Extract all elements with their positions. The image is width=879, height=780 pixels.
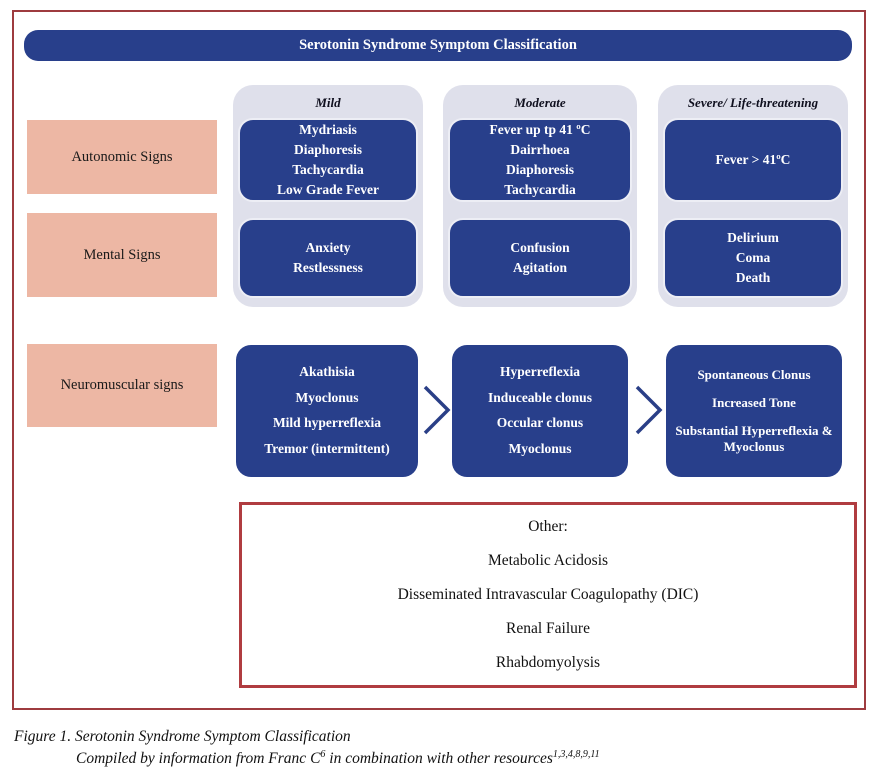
text-line: Akathisia	[299, 363, 355, 379]
text-line: Myoclonus	[508, 441, 572, 457]
text-line: Hyperreflexia	[500, 363, 580, 379]
text-line: Agitation	[513, 260, 567, 275]
column-header-moderate: Moderate	[514, 95, 566, 110]
text-line: Confusion	[510, 239, 570, 255]
caption-line2-text: in combination with other resources	[325, 750, 553, 768]
cell-autonomic-severe: Fever > 41ºC	[663, 118, 843, 202]
row-label-autonomic-signs: Autonomic Signs	[27, 120, 217, 194]
text-line: Death	[735, 270, 771, 286]
chevron-right-icon	[635, 385, 663, 435]
text-line: Disseminated Intravascular Coagulopathy …	[397, 586, 699, 603]
text-line: Fever up tp 41 ºC	[489, 121, 591, 137]
caption-line2-text: Compiled by information from Franc C	[76, 750, 321, 768]
text-line: Spontaneous Clonus	[697, 366, 811, 382]
row-label-text: Neuromuscular signs	[60, 377, 184, 393]
row-label-neuromuscular-signs: Neuromuscular signs	[27, 344, 217, 427]
text-line: Restlessness	[293, 260, 363, 275]
text-line: Mild hyperreflexia	[272, 415, 382, 431]
caption-line-1: Figure 1. Serotonin Syndrome Symptom Cla…	[14, 728, 351, 745]
text-line: Coma	[735, 249, 771, 265]
row-label-text: Mental Signs	[83, 246, 161, 263]
figure-caption: Figure 1. Serotonin Syndrome Symptom Cla…	[14, 726, 600, 771]
text-line: Induceable clonus	[488, 389, 592, 405]
column-header-mild: Mild	[315, 95, 341, 110]
text-line: Delirium	[727, 229, 779, 245]
text-line: Increased Tone	[712, 394, 796, 410]
text-line: Rhabdomyolysis	[495, 654, 601, 671]
text-line: Occular clonus	[496, 415, 584, 431]
text-line: Substantial Hyperreflexia & Myoclonus	[675, 422, 833, 454]
text-line: Fever > 41ºC	[715, 151, 791, 167]
row-label-text: Autonomic Signs	[71, 148, 173, 165]
chevron-right-icon	[423, 385, 451, 435]
row-label-mental-signs: Mental Signs	[27, 213, 217, 297]
figure-title: Serotonin Syndrome Symptom Classificatio…	[299, 37, 577, 53]
text-line: Tremor (intermittent)	[264, 441, 390, 457]
caption-citation-sup: 6	[320, 749, 326, 761]
text-line: Mydriasis	[299, 121, 357, 137]
text-line: Tachycardia	[504, 182, 576, 198]
text-line: Dairrhoea	[510, 141, 570, 157]
text-line: Myoclonus	[295, 389, 359, 405]
column-header-severe: Severe/ Life-threatening	[687, 95, 819, 110]
text-line: Low Grade Fever	[277, 182, 379, 198]
text-line: Diaphoresis	[293, 141, 362, 157]
caption-citation-sup: 1,3,4,8,9,11	[552, 749, 600, 761]
text-line: Renal Failure	[506, 620, 590, 637]
text-line: Tachycardia	[292, 162, 364, 177]
caption-line-2: Compiled by information from Franc C6 in…	[76, 748, 600, 771]
text-line: Metabolic Acidosis	[487, 552, 609, 569]
other-heading: Other:	[528, 518, 568, 535]
figure-title-banner: Serotonin Syndrome Symptom Classificatio…	[24, 30, 852, 61]
text-line: Anxiety	[305, 239, 351, 255]
text-line: Diaphoresis	[505, 162, 574, 177]
